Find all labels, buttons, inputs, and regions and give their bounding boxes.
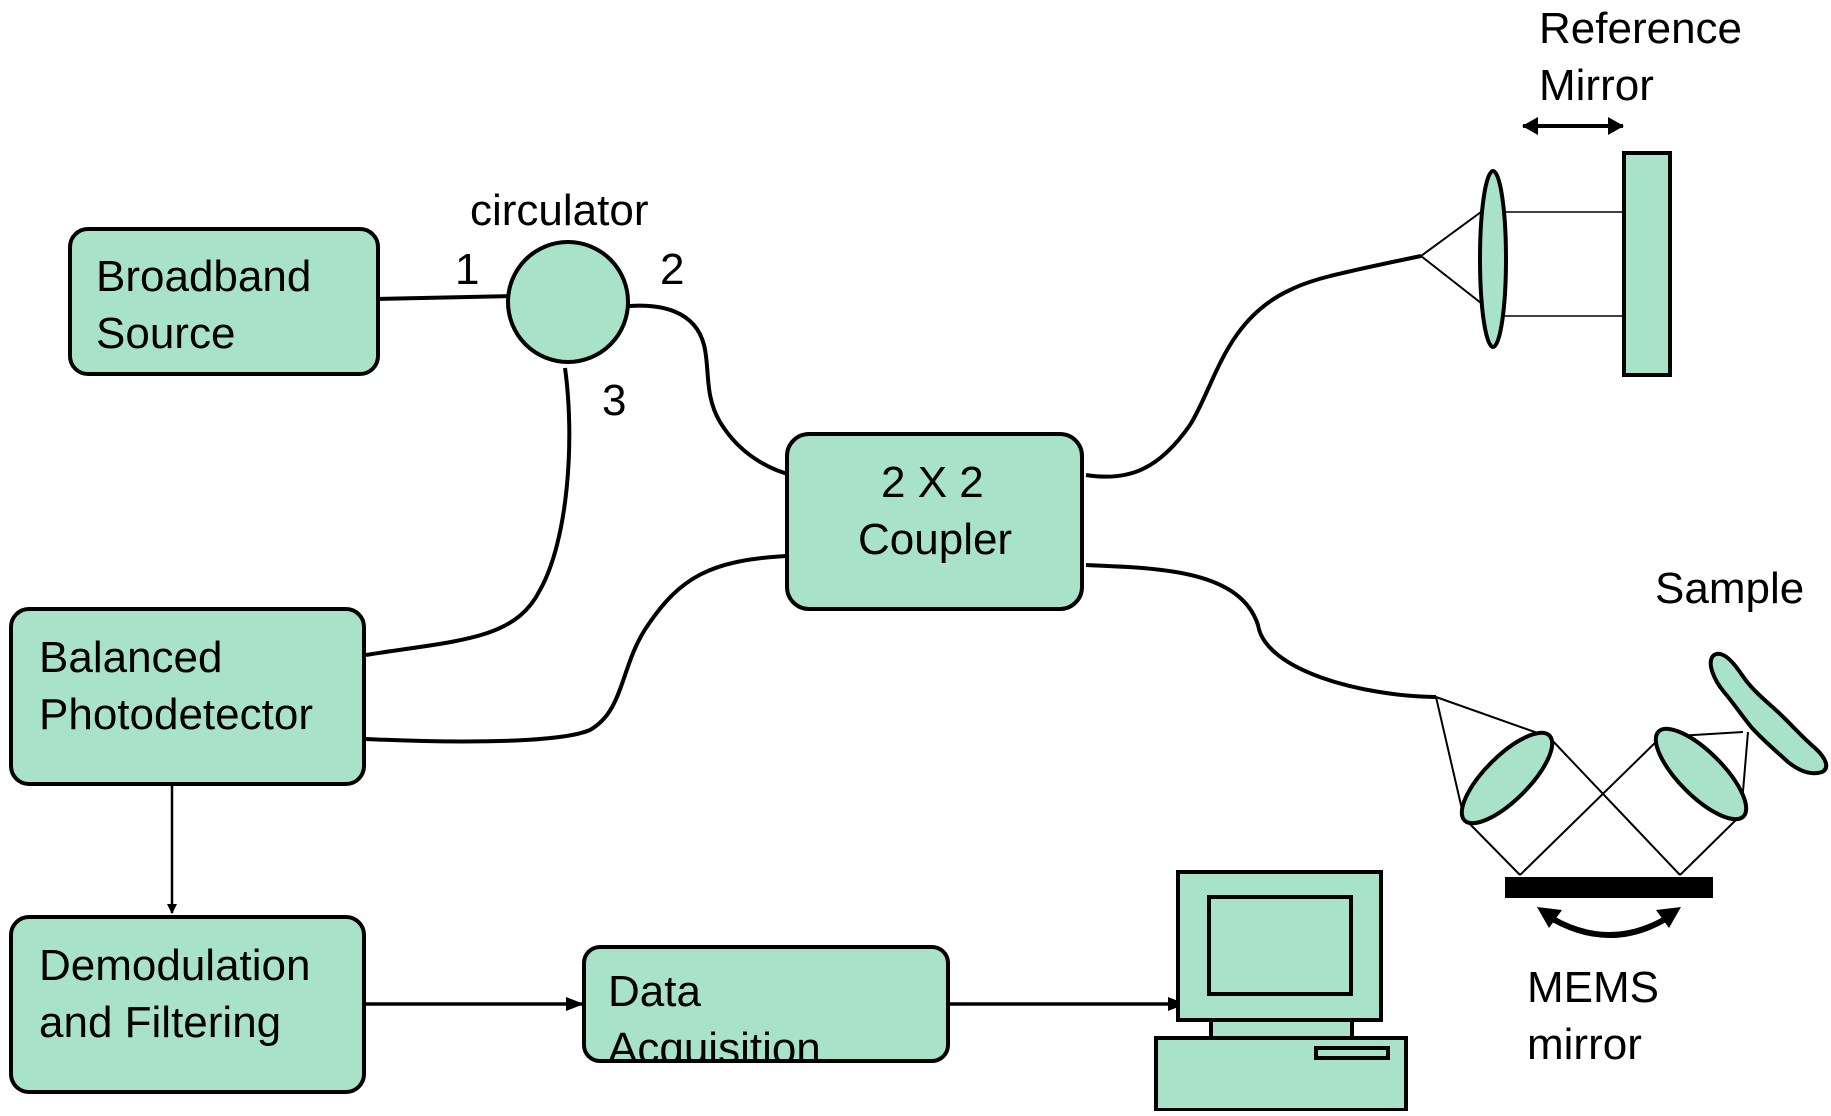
reference-mirror-label-line1: Reference — [1539, 4, 1742, 53]
broadband-source-box: Broadband Source — [68, 227, 380, 376]
sample-label: Sample — [1655, 564, 1804, 613]
fiber-coupler-to-sample-arm — [1085, 563, 1437, 699]
coupler-box: 2 X 2 Coupler — [785, 432, 1084, 611]
fiber-source-to-circulator — [377, 294, 516, 301]
circulator-port-1: 1 — [455, 245, 479, 294]
broadband-source-label-line1: Broadband — [96, 252, 311, 301]
reference-lens-icon — [1478, 169, 1508, 349]
computer-screen — [1207, 895, 1353, 996]
sample-arm: Sample MEMS mirror — [1435, 564, 1829, 1069]
mems-mirror-label-line1: MEMS — [1527, 963, 1659, 1012]
fiber-circulator-to-coupler — [628, 303, 796, 478]
fiber-coupler-to-photodetector — [365, 554, 788, 744]
reference-arm: Reference Mirror — [1420, 4, 1742, 377]
mems-rotation-arrow — [1544, 912, 1674, 938]
photodetector-box: Balanced Photodetector — [9, 607, 366, 786]
circulator-port-2: 2 — [660, 245, 684, 294]
fiber-connections — [365, 254, 1437, 744]
sample-specimen-icon — [1708, 651, 1829, 776]
demodulation-label-line2: and Filtering — [39, 998, 281, 1047]
demodulation-box: Demodulation and Filtering — [9, 915, 366, 1094]
photodetector-label-line1: Balanced — [39, 633, 222, 682]
fiber-circulator-to-photodetector — [365, 367, 572, 657]
mems-mirror-icon — [1505, 877, 1713, 898]
coupler-label-line2: Coupler — [858, 515, 1012, 564]
data-acquisition-label-line1: Data — [608, 967, 701, 1016]
reference-mirror-label-line2: Mirror — [1539, 61, 1654, 110]
coupler-label-line1: 2 X 2 — [881, 458, 984, 507]
sample-lens-1-icon — [1459, 730, 1555, 826]
reference-mirror-icon — [1622, 151, 1672, 377]
sample-lens-2-icon — [1653, 726, 1749, 822]
circulator-label: circulator — [470, 186, 649, 235]
circulator-port-3: 3 — [602, 376, 626, 425]
data-acquisition-box: Data Acquisition — [582, 945, 950, 1073]
circulator: circulator 1 2 3 — [455, 186, 684, 425]
computer-neck — [1209, 1018, 1354, 1040]
computer-drive-slot — [1314, 1046, 1390, 1060]
fiber-coupler-to-reference — [1085, 254, 1422, 479]
photodetector-label-line2: Photodetector — [39, 690, 313, 739]
computer-icon — [1154, 870, 1408, 1112]
broadband-source-label-line2: Source — [96, 309, 235, 358]
demodulation-label-line1: Demodulation — [39, 941, 311, 990]
data-acquisition-label-line2: Acquisition — [608, 1024, 821, 1073]
mems-mirror-label-line2: mirror — [1527, 1020, 1642, 1069]
